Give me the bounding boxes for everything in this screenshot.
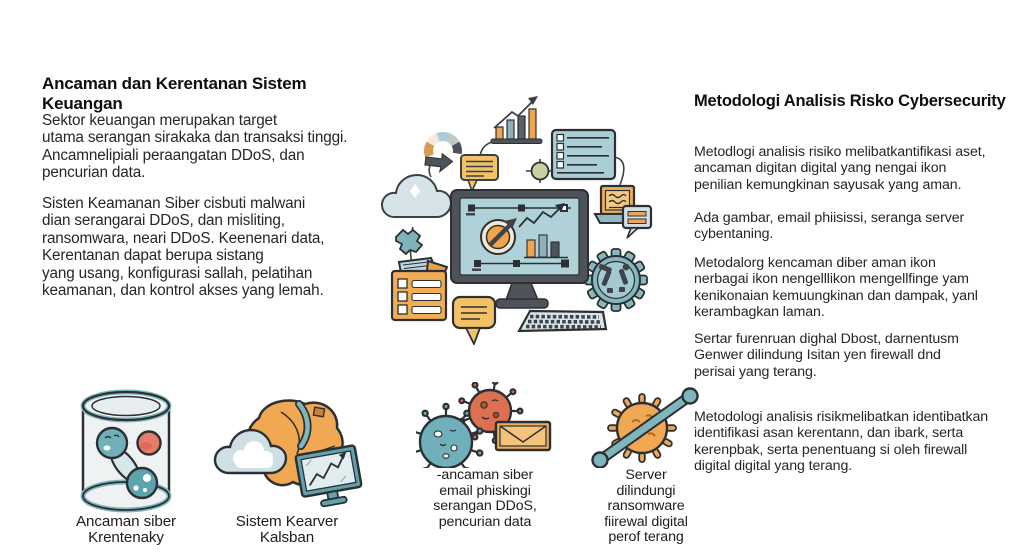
right-paragraph-5: Metodologi analisis risikmelibatkan iden… [694, 409, 989, 475]
figure-caption: Ancaman siber Krentenaky [76, 513, 176, 547]
left-paragraph-2: Sisten Keamanan Siber cisbuti malwani di… [42, 195, 325, 300]
node-icon [530, 161, 550, 181]
figure-virus-email: -ancaman siber email phiskingi serangan … [410, 382, 560, 530]
figure-caption: -ancaman siber email phiskingi serangan … [433, 467, 537, 530]
checklist-icon [550, 128, 617, 181]
virus-in-jar-icon [80, 389, 172, 513]
figure-caption: Sistem Kearver Kalsban [235, 513, 339, 547]
left-section-heading: Ancaman dan Kerentanan Sistem Keuangan [42, 74, 307, 113]
gear-icon [584, 248, 648, 312]
envelope-icon [494, 420, 552, 452]
figure-cloud-data-screen: Sistem Kearver Kalsban [203, 388, 371, 546]
donut-gauge-icon [424, 132, 462, 174]
cloud-icon [380, 173, 453, 218]
figure-caption: Server dilindungi ransomware fiirewal di… [604, 467, 688, 546]
virus-blocked-rod-icon [591, 387, 699, 468]
tools-glyph [598, 263, 630, 293]
screen-slider-bottom [472, 259, 569, 271]
splat-icon [395, 228, 424, 256]
screen-line-chart [518, 203, 565, 228]
figure-virus-blocked: Server dilindungi ransomware fiirewal di… [578, 380, 714, 546]
blocking-rod [591, 387, 699, 468]
right-paragraph-3: Metodalorg kencaman diber aman ikon nerb… [694, 255, 978, 321]
right-paragraph-4: Sertar furenruan dighal Dbost, darnentus… [694, 331, 959, 380]
right-paragraph-1: Metodlogi analisis risiko melibatkantifi… [694, 144, 986, 193]
cloud-data-screen-icon [213, 399, 363, 508]
keyboard-icon [517, 309, 608, 333]
screen-slider-top [466, 204, 571, 216]
chart-screen [294, 444, 363, 508]
cybersecurity-illustration [380, 96, 653, 345]
target-icon [480, 218, 517, 255]
red-ball [136, 430, 162, 456]
figure-virus-jar: Ancaman siber Krentenaky [56, 388, 196, 546]
growth-chart-icon [490, 96, 543, 144]
right-paragraph-2: Ada gambar, email phiisissi, seranga ser… [694, 210, 965, 243]
right-section-heading: Metodologi Analisis Risko Cybersecurity [694, 92, 1006, 110]
cloud-icon [213, 428, 288, 475]
speech-bubble-down-icon [451, 295, 497, 345]
document-icon [390, 256, 449, 322]
teal-virus [416, 402, 485, 468]
virus-blob [95, 426, 159, 500]
chat-bubble-icon [621, 204, 653, 239]
screen-bar-chart [524, 234, 568, 259]
speech-bubble-icon [460, 154, 499, 194]
monitor-dashboard-icon [450, 189, 589, 309]
left-paragraph-1: Sektor keuangan merupakan target utama s… [42, 112, 348, 182]
virus-email-phishing-icon [416, 382, 552, 468]
